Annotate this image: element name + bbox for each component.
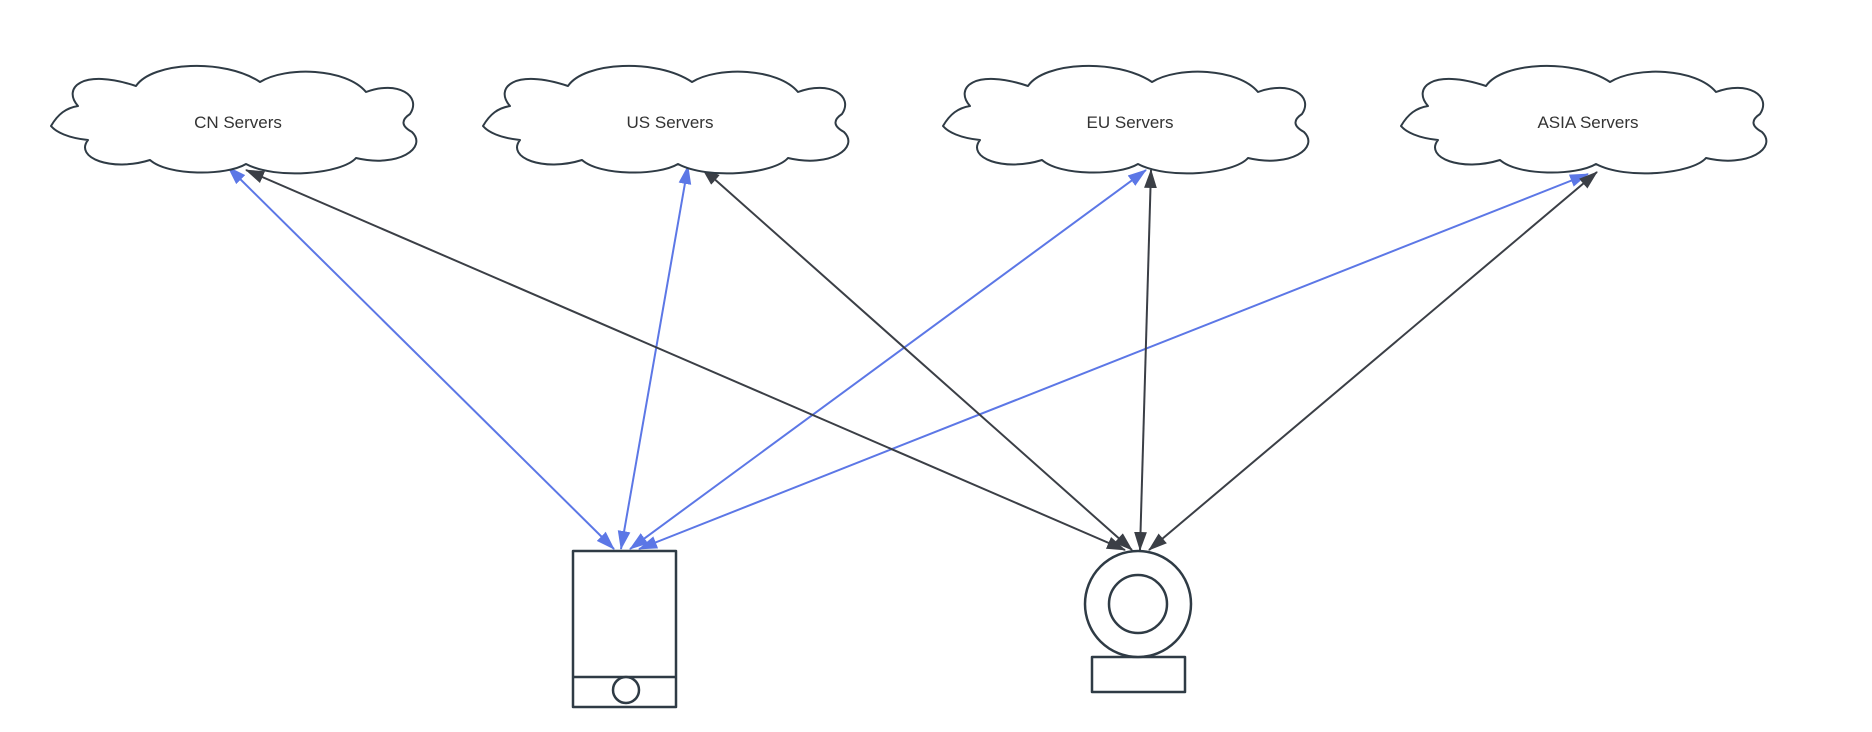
edge-phone-asia: [638, 173, 1589, 550]
edge-phone-cn: [227, 166, 615, 550]
edge-webcam-us: [701, 167, 1133, 551]
cloud-node-us[interactable]: US Servers: [482, 64, 850, 175]
edge-group-webcam: [245, 167, 1598, 551]
cloud-node-cn[interactable]: CN Servers: [50, 64, 418, 175]
webcam-icon: [1083, 549, 1193, 694]
edge-webcam-cn: [245, 169, 1126, 551]
cloud-node-eu[interactable]: EU Servers: [942, 64, 1310, 175]
cloud-label-us: US Servers: [627, 113, 714, 132]
cloud-label-cn: CN Servers: [194, 113, 282, 132]
device-node-mobile-phone[interactable]: [571, 549, 678, 709]
edge-group-phone: [227, 165, 1589, 550]
device-node-webcam[interactable]: [1083, 549, 1193, 694]
edge-phone-eu: [629, 169, 1147, 550]
cloud-label-eu: EU Servers: [1087, 113, 1174, 132]
edge-webcam-eu: [1134, 169, 1157, 551]
mobile-phone-icon: [571, 549, 678, 709]
cloud-node-asia[interactable]: ASIA Servers: [1400, 64, 1768, 175]
edge-webcam-asia: [1148, 171, 1598, 551]
cloud-label-asia: ASIA Servers: [1537, 113, 1638, 132]
